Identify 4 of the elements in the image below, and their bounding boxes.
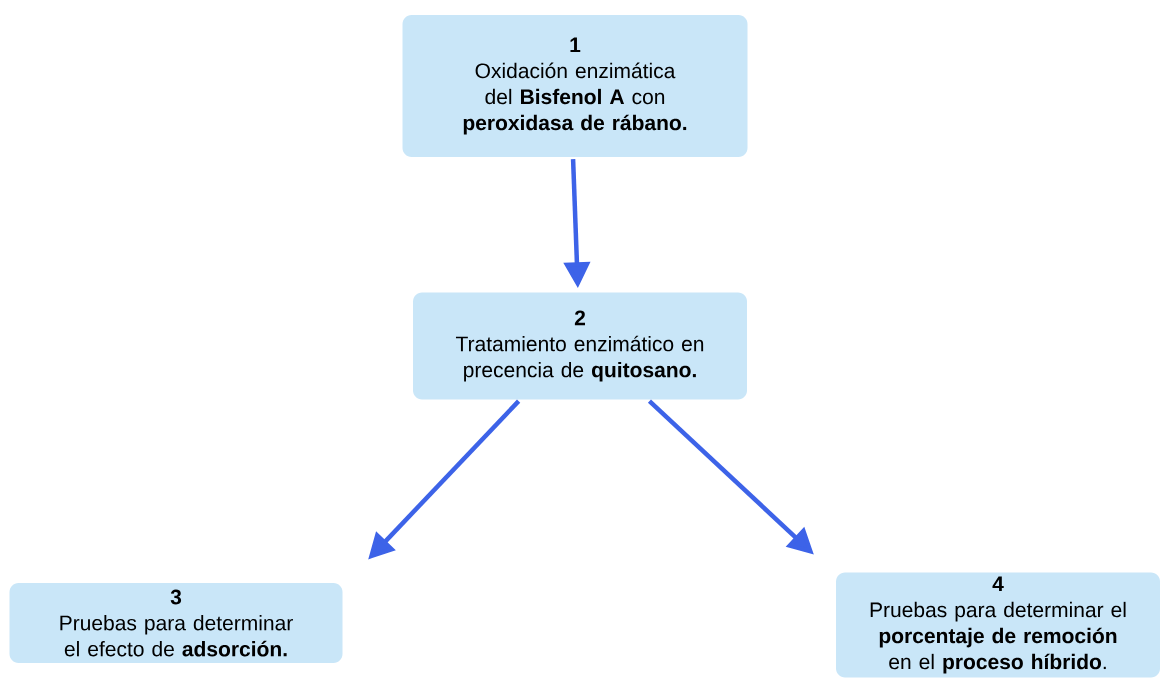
process-box: 1 Oxidación enzimática del Bisfenol A con peroxidasa de rábano. — [402, 15, 748, 157]
process-box: 4 Pruebas para determinar el porcentaje de remoción en el proceso híbrido. — [836, 572, 1160, 678]
process-box: 3 Pruebas para determinar el efecto de adsorción. — [9, 583, 343, 663]
process-box: 2 Tratamiento enzimático en precencia de quitosano. — [413, 292, 747, 400]
